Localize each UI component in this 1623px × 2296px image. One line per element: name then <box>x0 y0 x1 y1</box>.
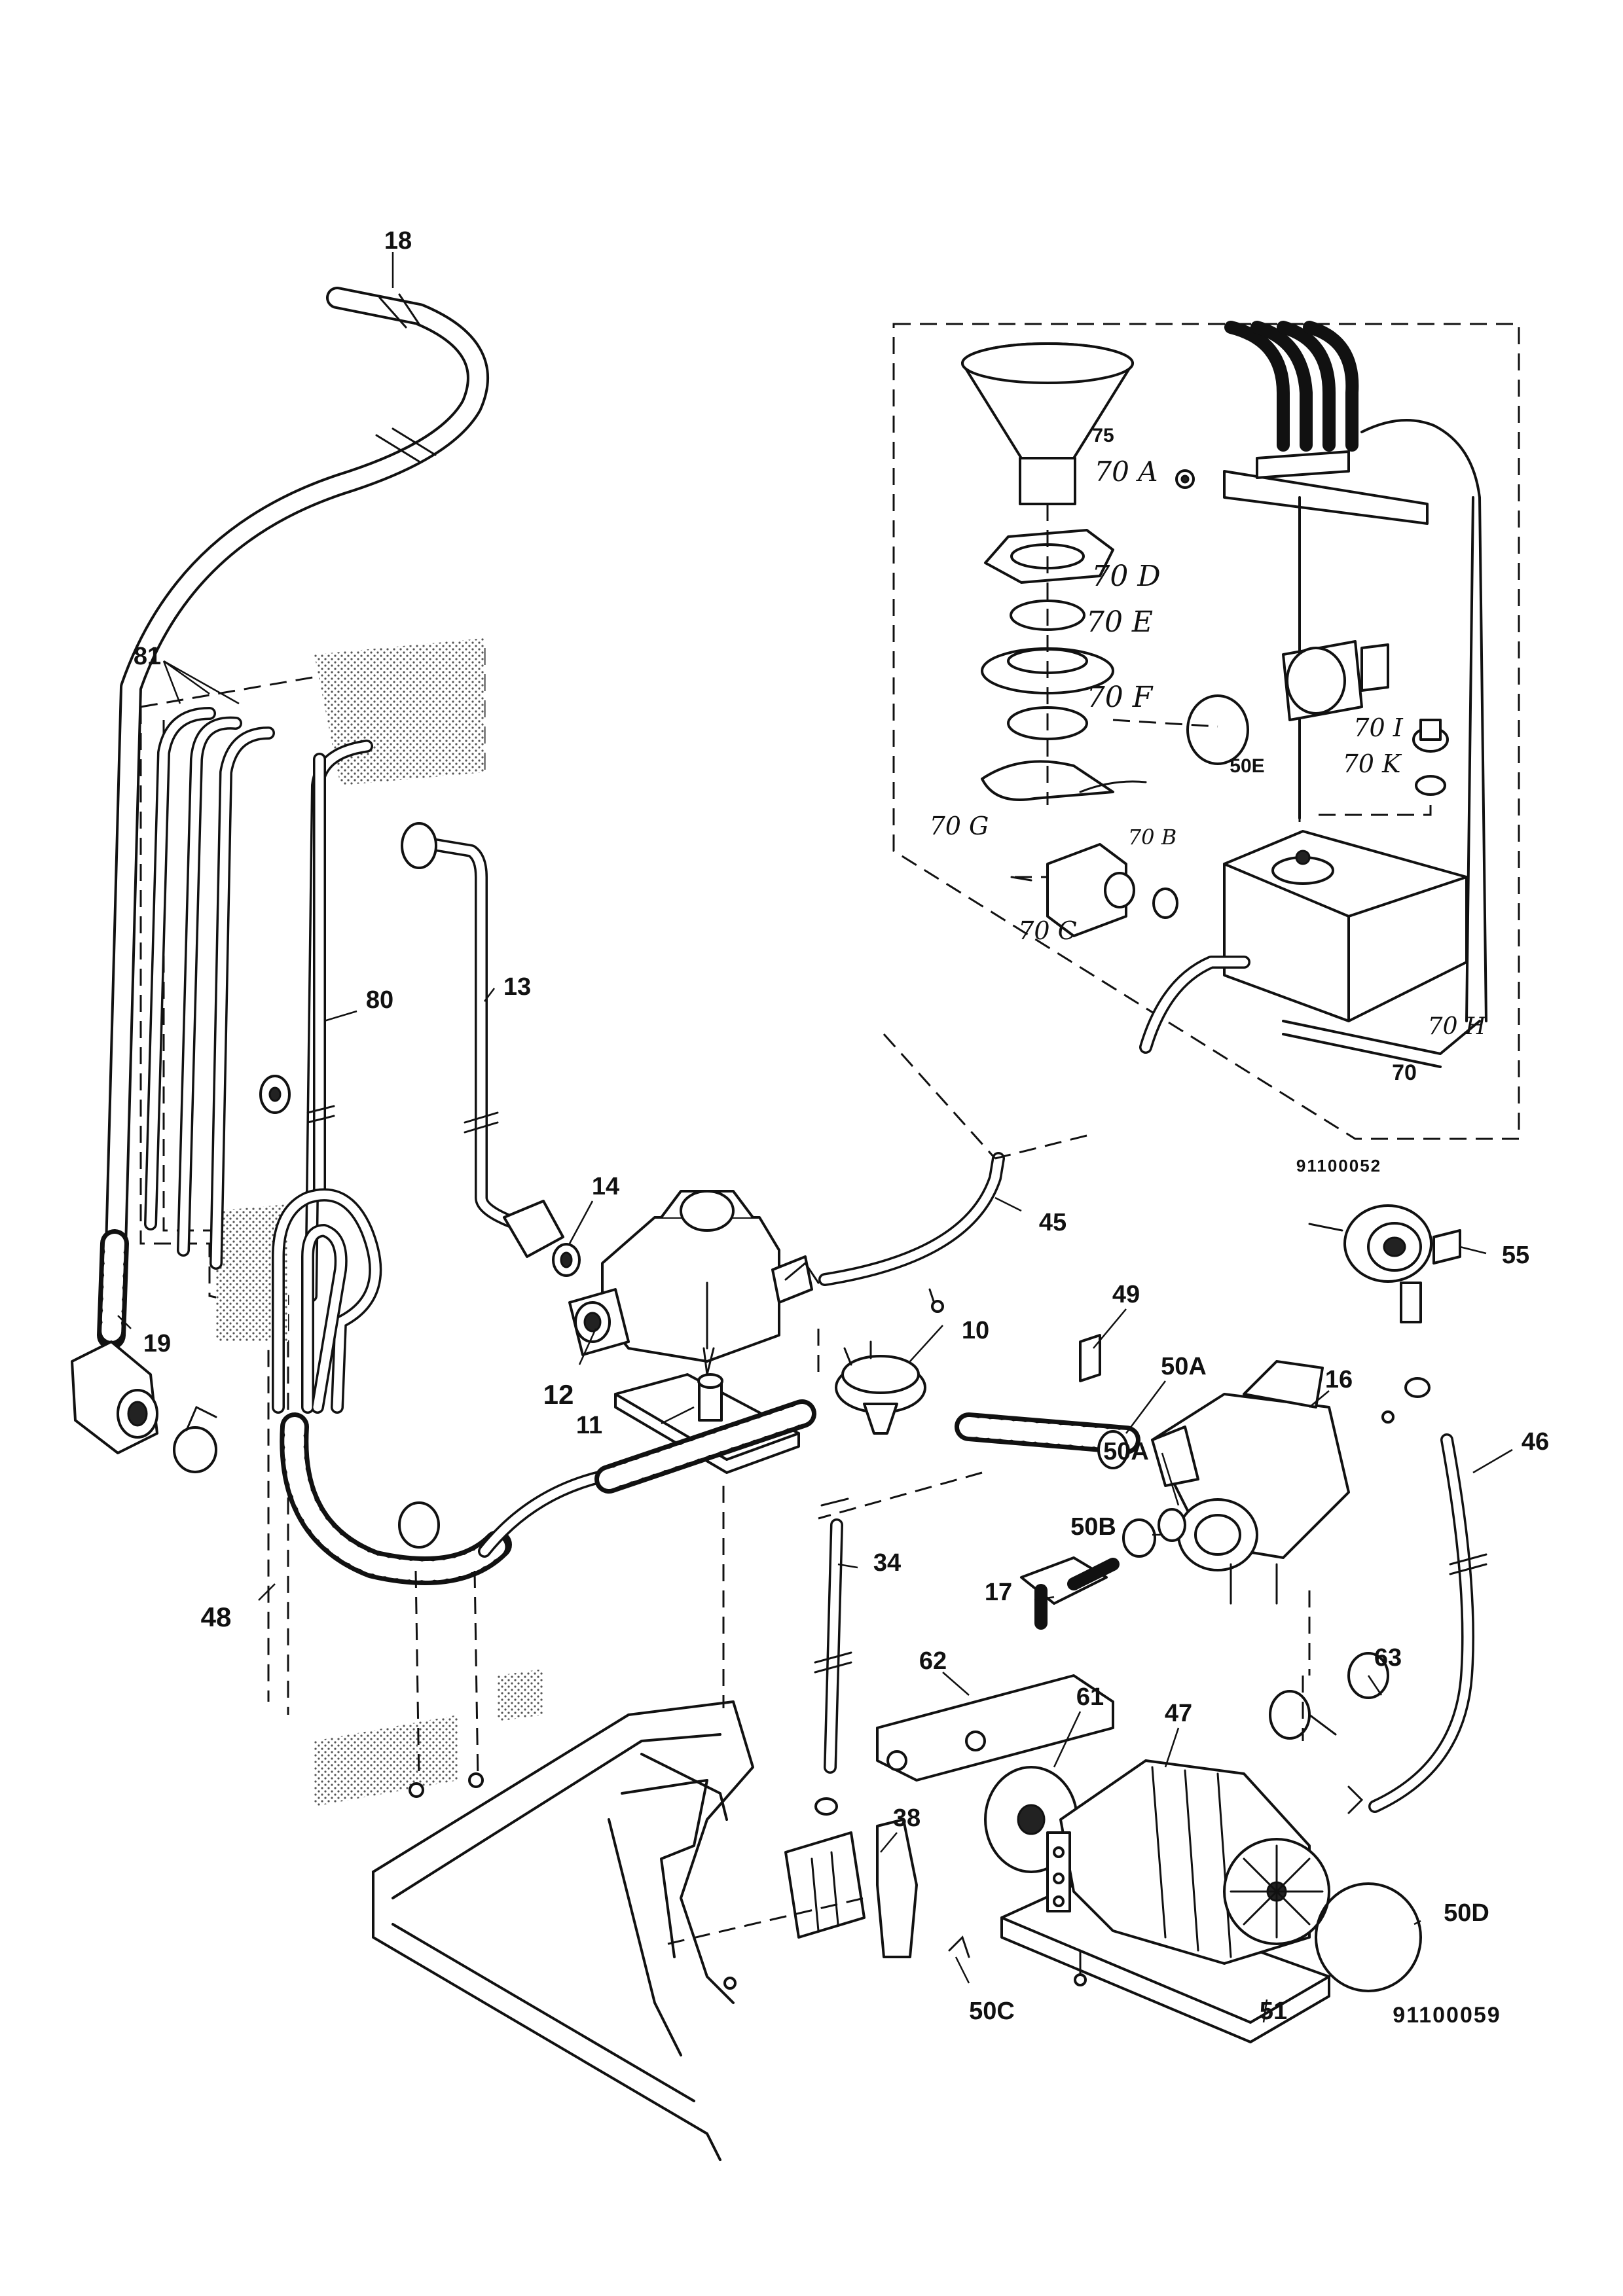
label-50A-upper: 50A <box>1161 1353 1207 1380</box>
tub-base <box>372 1700 754 2161</box>
motor-assembly-47 <box>876 1652 1389 2043</box>
label-50B: 50B <box>1070 1513 1116 1541</box>
label-38: 38 <box>893 1804 921 1832</box>
tube-80 <box>306 753 335 1198</box>
label-63: 63 <box>1374 1644 1402 1672</box>
hose-elbow <box>71 1340 158 1454</box>
inset-washer-70A <box>1175 469 1195 489</box>
hose-45 <box>784 1152 1005 1286</box>
label-50E: 50E <box>1230 755 1264 777</box>
gasket-50D <box>1315 1882 1422 1992</box>
label-75: 75 <box>1092 425 1114 446</box>
label-17: 17 <box>985 1579 1012 1606</box>
label-70D: 70 D <box>1091 560 1160 593</box>
label-34: 34 <box>873 1549 901 1577</box>
inset-tubes-top <box>1223 321 1487 1022</box>
inlet-valve-12 <box>568 1190 813 1375</box>
label-70E: 70 E <box>1086 605 1153 639</box>
sump-loop-48 <box>259 1075 816 1585</box>
hose-corrugated-end <box>97 1229 129 1350</box>
tube-34 <box>814 1498 852 1774</box>
label-11: 11 <box>576 1412 602 1439</box>
label-70: 70 <box>1392 1060 1417 1085</box>
hose-clamp-19 <box>173 1405 217 1473</box>
vent-tubes-81 <box>144 707 373 1302</box>
bracket-38 <box>784 1797 970 1958</box>
label-70H: 70 H <box>1428 1013 1486 1040</box>
label-10: 10 <box>962 1317 989 1344</box>
label-46: 46 <box>1522 1428 1549 1456</box>
label-70B: 70 B <box>1128 825 1176 850</box>
label-18: 18 <box>384 227 412 255</box>
label-80: 80 <box>366 986 393 1014</box>
leader-lines <box>117 252 1513 2023</box>
pump-assembly-16 <box>955 1334 1350 1630</box>
label-70A: 70 A <box>1094 456 1158 488</box>
pressure-switch-10 <box>835 1288 938 1435</box>
label-12: 12 <box>543 1379 574 1410</box>
reference-code-inset: 91100052 <box>1296 1156 1381 1175</box>
part-labels: 18 81 80 13 19 14 12 11 10 45 49 50A 16 … <box>134 227 1549 2028</box>
drain-hose-18-19 <box>71 287 489 1473</box>
label-70G: 70 G <box>930 812 989 840</box>
pressure-switch-55 <box>1308 1204 1461 1398</box>
label-13: 13 <box>503 973 531 1001</box>
inset-dispenser-70 <box>1010 830 1481 1068</box>
label-50A-lower: 50A <box>1103 1438 1149 1465</box>
washer-14 <box>552 1243 581 1277</box>
label-19: 19 <box>143 1330 171 1357</box>
reference-code-main: 91100059 <box>1393 2003 1501 2028</box>
hose-46 <box>1347 1433 1487 1814</box>
label-70F: 70 F <box>1087 681 1154 714</box>
inset-knob-and-ring <box>1186 640 1449 816</box>
label-70K: 70 K <box>1343 749 1402 778</box>
label-49: 49 <box>1112 1281 1140 1308</box>
screws <box>409 1300 1395 1990</box>
label-70C: 70 C <box>1018 916 1077 945</box>
label-47: 47 <box>1165 1700 1192 1727</box>
label-55: 55 <box>1502 1242 1529 1269</box>
label-50C: 50C <box>969 1998 1015 2025</box>
label-14: 14 <box>592 1173 619 1200</box>
label-51: 51 <box>1260 1998 1287 2025</box>
label-16: 16 <box>1325 1366 1353 1393</box>
label-81: 81 <box>134 643 161 670</box>
label-50D: 50D <box>1444 1899 1489 1927</box>
label-70I: 70 I <box>1353 713 1403 742</box>
inset-detail-box <box>892 323 1520 1140</box>
label-62: 62 <box>919 1647 947 1675</box>
inlet-hose-13 <box>401 822 564 1258</box>
funnel-75 <box>961 342 1134 505</box>
label-45: 45 <box>1039 1209 1067 1236</box>
label-48: 48 <box>201 1602 232 1632</box>
label-61: 61 <box>1076 1683 1104 1711</box>
